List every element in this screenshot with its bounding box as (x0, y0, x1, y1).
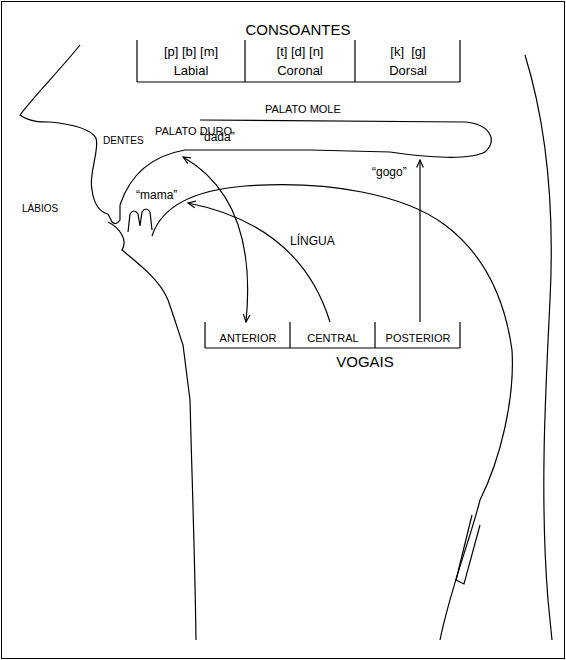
part-name: LÍNGUA (290, 235, 335, 247)
mama-arrow (188, 203, 330, 322)
syllable-example: “gogo” (372, 166, 407, 178)
place-name: Coronal (277, 64, 323, 77)
upper-lip (50, 122, 108, 214)
epiglottis (456, 515, 480, 584)
nose-outline (20, 45, 80, 122)
part-name: DENTES (103, 136, 144, 146)
vowel-class: POSTERIOR (386, 333, 451, 344)
lower-teeth (128, 209, 152, 232)
phone-symbols: [k] [g] (390, 45, 425, 58)
place-name: Labial (174, 64, 209, 77)
pharynx-wall (525, 55, 552, 640)
part-name: PALATO MOLE (265, 104, 341, 115)
phone-symbols: [t] [d] [n] (277, 45, 324, 58)
table-heading: VOGAIS (336, 354, 394, 369)
table-heading: CONSOANTES (245, 22, 350, 37)
vowel-class: CENTRAL (307, 333, 358, 344)
syllable-example: “dada” (200, 131, 235, 143)
dada-arrow (183, 157, 248, 322)
lower-lip-chin (108, 222, 196, 640)
vowel-table-lines (205, 322, 460, 348)
consonant-table-lines (137, 40, 460, 82)
gogo-arrow (419, 160, 420, 322)
upper-teeth (108, 205, 120, 224)
part-name: LÁBIOS (22, 204, 58, 214)
phone-symbols: [p] [b] [m] (164, 45, 218, 58)
place-name: Dorsal (389, 64, 427, 77)
syllable-example: “mama” (136, 189, 177, 201)
vowel-class: ANTERIOR (220, 333, 277, 344)
tongue-outline (152, 185, 512, 640)
palate-outline (120, 120, 491, 205)
